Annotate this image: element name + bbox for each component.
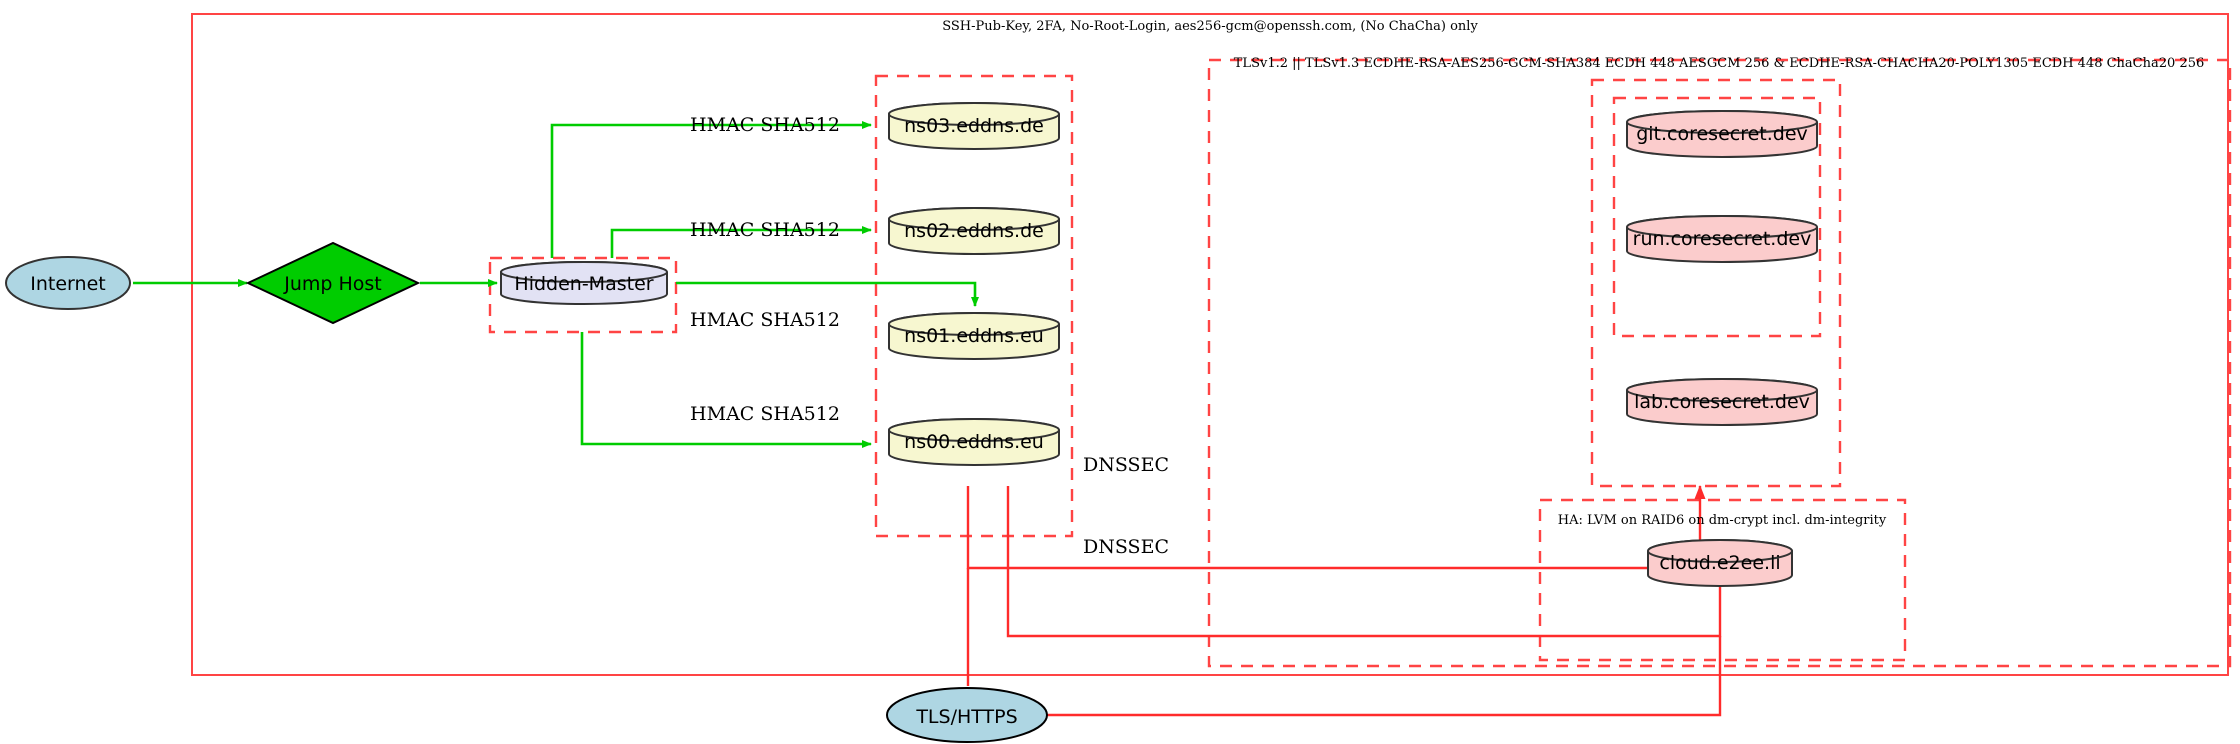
edge-hiddenmaster-to-ns00 (580, 332, 872, 448)
cluster-tls-label: TLSv1.2 || TLSv1.3 ECDHE-RSA-AES256-GCM-… (1234, 56, 2204, 71)
edge-label-hmac-ns02: HMAC SHA512 (690, 219, 840, 241)
node-hidden-master-label: Hidden-Master (514, 273, 653, 295)
node-ns00[interactable]: ns00.eddns.eu (888, 418, 1060, 466)
node-jump-host-label: Jump Host (283, 273, 382, 295)
cluster-tls (1207, 58, 2232, 668)
node-cloud-e2ee-label: cloud.e2ee.li (1659, 552, 1780, 574)
node-ns02[interactable]: ns02.eddns.de (888, 207, 1060, 255)
node-git-coresecret-label: git.coresecret.dev (1636, 123, 1808, 145)
node-internet-label: Internet (30, 273, 105, 295)
node-git-coresecret[interactable]: git.coresecret.dev (1626, 110, 1818, 158)
edge-hiddenmaster-to-ns01 (676, 281, 979, 307)
edge-tlshttps-right (1047, 636, 1722, 717)
node-tls-https-label: TLS/HTTPS (915, 706, 1017, 728)
cluster-coresecret-outer (1590, 78, 1842, 488)
edge-dnssec-top (966, 485, 1706, 570)
node-run-coresecret-label: run.coresecret.dev (1633, 228, 1812, 250)
edge-label-hmac-ns01: HMAC SHA512 (690, 309, 840, 331)
cluster-ssh (191, 13, 2229, 676)
node-ns01-label: ns01.eddns.eu (904, 325, 1044, 347)
cluster-ssh-label: SSH-Pub-Key, 2FA, No-Root-Login, aes256-… (942, 19, 1478, 34)
node-run-coresecret[interactable]: run.coresecret.dev (1626, 215, 1818, 263)
cluster-coresecret-inner (1612, 96, 1822, 338)
node-ns03[interactable]: ns03.eddns.de (888, 102, 1060, 150)
node-hidden-master[interactable]: Hidden-Master (500, 261, 668, 305)
node-lab-coresecret[interactable]: lab.coresecret.dev (1626, 378, 1818, 426)
edge-dnssec-bottom (1006, 486, 1726, 638)
edge-label-dnssec-top: DNSSEC (1083, 454, 1169, 476)
node-ns03-label: ns03.eddns.de (904, 115, 1044, 137)
node-internet[interactable]: Internet (5, 256, 131, 310)
node-jump-host[interactable]: Jump Host (245, 241, 421, 325)
node-ns01[interactable]: ns01.eddns.eu (888, 312, 1060, 360)
cluster-dns-nodes (874, 74, 1074, 538)
node-ns00-label: ns00.eddns.eu (904, 431, 1044, 453)
node-tls-https[interactable]: TLS/HTTPS (886, 687, 1048, 743)
edge-hiddenmaster-to-ns02 (610, 226, 872, 258)
edge-label-hmac-ns00: HMAC SHA512 (690, 403, 840, 425)
node-cloud-e2ee[interactable]: cloud.e2ee.li (1647, 539, 1793, 587)
edge-hiddenmaster-to-ns03 (550, 121, 872, 258)
node-ns02-label: ns02.eddns.de (904, 220, 1044, 242)
edge-label-dnssec-bottom: DNSSEC (1083, 536, 1169, 558)
node-lab-coresecret-label: lab.coresecret.dev (1634, 391, 1810, 413)
edge-label-hmac-ns03: HMAC SHA512 (690, 114, 840, 136)
cluster-ha (1538, 498, 1907, 662)
cluster-ha-label: HA: LVM on RAID6 on dm-crypt incl. dm-in… (1558, 513, 1887, 528)
cluster-hidden-master (488, 256, 678, 334)
